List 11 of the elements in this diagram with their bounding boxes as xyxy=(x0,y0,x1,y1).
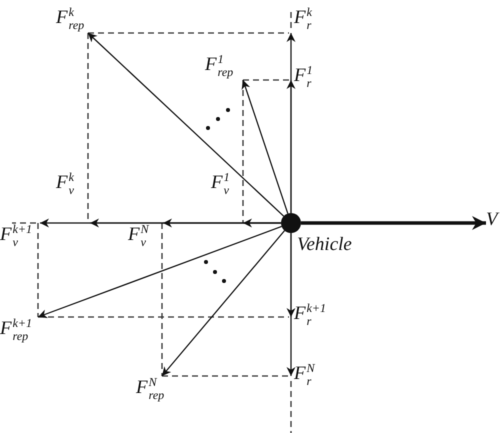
arrow xyxy=(162,230,286,376)
vehicle-dot xyxy=(281,213,301,233)
arrow xyxy=(163,218,281,228)
arrow xyxy=(286,80,296,213)
arrow xyxy=(286,233,296,376)
arrow xyxy=(88,32,284,217)
force-label: V xyxy=(486,210,500,236)
arrow xyxy=(301,216,486,230)
arrow xyxy=(38,226,282,318)
arrow xyxy=(242,80,288,214)
vehicle-label: Vehicle xyxy=(297,235,352,254)
